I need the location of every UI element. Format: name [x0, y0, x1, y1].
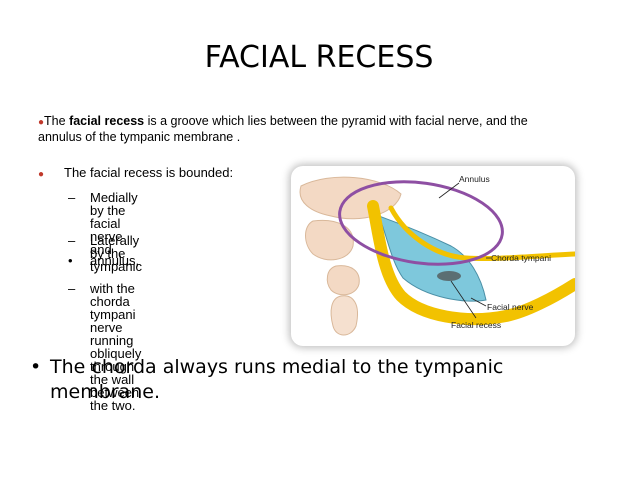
label-facial-recess: Facial recess: [451, 320, 501, 330]
annulus-ring: [338, 180, 504, 266]
bone-shape: [326, 265, 360, 296]
bounded-bullet: ● The facial recess is bounded:: [38, 165, 233, 180]
bone-shape: [305, 219, 354, 261]
bound-marker: •: [68, 253, 73, 268]
intro-rest: is a groove which lies between the pyram…: [38, 114, 528, 144]
bound-text: Medially by the facial nerve and: [90, 190, 138, 257]
bullet-dot: •: [30, 356, 42, 378]
bound-marker: –: [68, 233, 76, 248]
chorda-tympani: [388, 205, 575, 262]
bullet-dot: ●: [38, 169, 45, 180]
facial-recess-diagram: Annulus Chorda tympani Facial nerve Faci…: [291, 166, 575, 346]
recess-shadow: [437, 271, 461, 281]
intro-prefix: The: [44, 114, 70, 128]
slide-title: FACIAL RECESS: [204, 40, 434, 75]
bullet-dot: ●: [38, 117, 45, 128]
bound-text: with the chorda tympani nerve running ob…: [90, 281, 142, 413]
bounded-text: The facial recess is bounded:: [64, 165, 234, 180]
label-annulus: Annulus: [459, 174, 490, 184]
bound-text: Laterally by the tympanic: [90, 233, 143, 274]
facial-recess-region: [378, 215, 487, 302]
annulus-leader: [438, 182, 460, 199]
bound-text: annulus,: [90, 253, 140, 268]
label-chorda-tympani: Chorda tympani: [491, 253, 551, 263]
intro-term: facial recess: [69, 114, 145, 128]
bone-shape: [330, 295, 358, 336]
label-facial-nerve: Facial nerve: [487, 302, 534, 312]
intro-paragraph: ●The facial recess is a groove which lie…: [38, 114, 538, 145]
facial-recess-leader: [450, 280, 477, 319]
bound-marker: –: [68, 281, 76, 296]
diagram-svg: Annulus Chorda tympani Facial nerve Faci…: [299, 174, 575, 336]
bound-marker: –: [68, 190, 76, 205]
facial-nerve-leader: [470, 297, 487, 307]
conclusion-text: The chorda always runs medial to the tym…: [50, 356, 504, 403]
